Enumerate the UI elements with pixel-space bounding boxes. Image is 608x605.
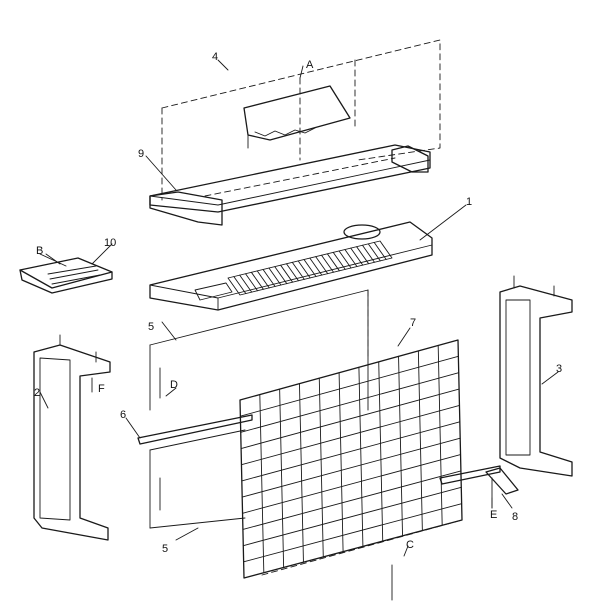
- grid-line: [297, 260, 311, 279]
- label-part-8: 8: [512, 511, 518, 523]
- part-2-left-leg: [33, 334, 111, 541]
- grid-line: [279, 388, 285, 568]
- grid-line: [373, 241, 387, 260]
- grid-line: [332, 251, 346, 270]
- grid-line: [437, 345, 443, 526]
- grid-line: [241, 405, 460, 466]
- grid-line: [309, 257, 323, 276]
- label-b: B: [36, 245, 43, 257]
- label-part-3: 3: [556, 363, 562, 375]
- label-part-6: 6: [120, 409, 126, 421]
- grid-line: [259, 394, 265, 574]
- grid-line: [274, 266, 288, 285]
- grid-line: [315, 256, 329, 275]
- grid-line: [299, 383, 304, 563]
- grid-line: [239, 355, 459, 417]
- label-part-2: 2: [34, 387, 40, 399]
- grid-line: [243, 503, 463, 563]
- grid-line: [291, 261, 305, 280]
- part-7-grille-panel: [239, 339, 463, 579]
- label-part-5-bottom: 5: [162, 543, 168, 555]
- grid-line: [242, 454, 461, 514]
- grid-line: [303, 259, 317, 277]
- grid-line: [262, 269, 276, 287]
- grid-line: [240, 372, 460, 433]
- grid-line: [378, 361, 384, 542]
- label-part-10: 10: [104, 237, 116, 249]
- grid-line: [242, 470, 462, 530]
- label-part-7: 7: [410, 317, 416, 329]
- grid-line: [344, 249, 358, 267]
- part-a-music-rest: [243, 85, 351, 149]
- label-a: A: [306, 59, 314, 71]
- part-1-keyboard-console: [149, 221, 433, 311]
- label-part-9: 9: [138, 148, 144, 160]
- grid-line: [245, 273, 258, 292]
- label-d: D: [170, 379, 178, 391]
- grid-line: [358, 366, 364, 547]
- part-10-control-module: [19, 253, 113, 294]
- label-c: C: [406, 539, 414, 551]
- grid-line: [318, 377, 324, 558]
- grid-line: [356, 246, 370, 265]
- part-9-top-shelf: [149, 144, 431, 226]
- label-part-5-top: 5: [148, 321, 154, 333]
- grid-line: [338, 250, 352, 269]
- part-4-back-panel: [161, 39, 441, 201]
- grid-line: [367, 243, 381, 262]
- part-5-rear-panel: [149, 289, 369, 529]
- grid-line: [256, 270, 270, 289]
- label-part-1: 1: [466, 196, 472, 208]
- part-8-brace: [485, 467, 519, 495]
- callout-labels: 4 A 9 B 10 1 5 7 3 D F 2 6 E 8 5 C: [34, 51, 562, 555]
- label-f: F: [98, 383, 105, 395]
- grid-line: [350, 247, 364, 266]
- label-part-4: 4: [212, 51, 218, 63]
- grid-line: [326, 253, 340, 272]
- grid-line: [321, 254, 334, 273]
- part-3-right-leg: [499, 275, 573, 477]
- grid-line: [233, 276, 247, 295]
- grid-line: [268, 267, 282, 286]
- grid-line: [286, 263, 299, 282]
- label-e: E: [490, 509, 497, 521]
- grid-line: [338, 372, 344, 553]
- grid-line: [398, 355, 403, 537]
- grid-line: [417, 350, 423, 531]
- leader-lines: [39, 59, 559, 557]
- grid-line: [242, 486, 462, 547]
- grid-line: [280, 264, 294, 283]
- grid-line: [241, 437, 461, 498]
- grid-line: [241, 421, 461, 482]
- grid-line: [240, 388, 460, 449]
- grid-line: [250, 271, 264, 290]
- grid-line: [239, 274, 253, 293]
- grid-line: [362, 244, 375, 263]
